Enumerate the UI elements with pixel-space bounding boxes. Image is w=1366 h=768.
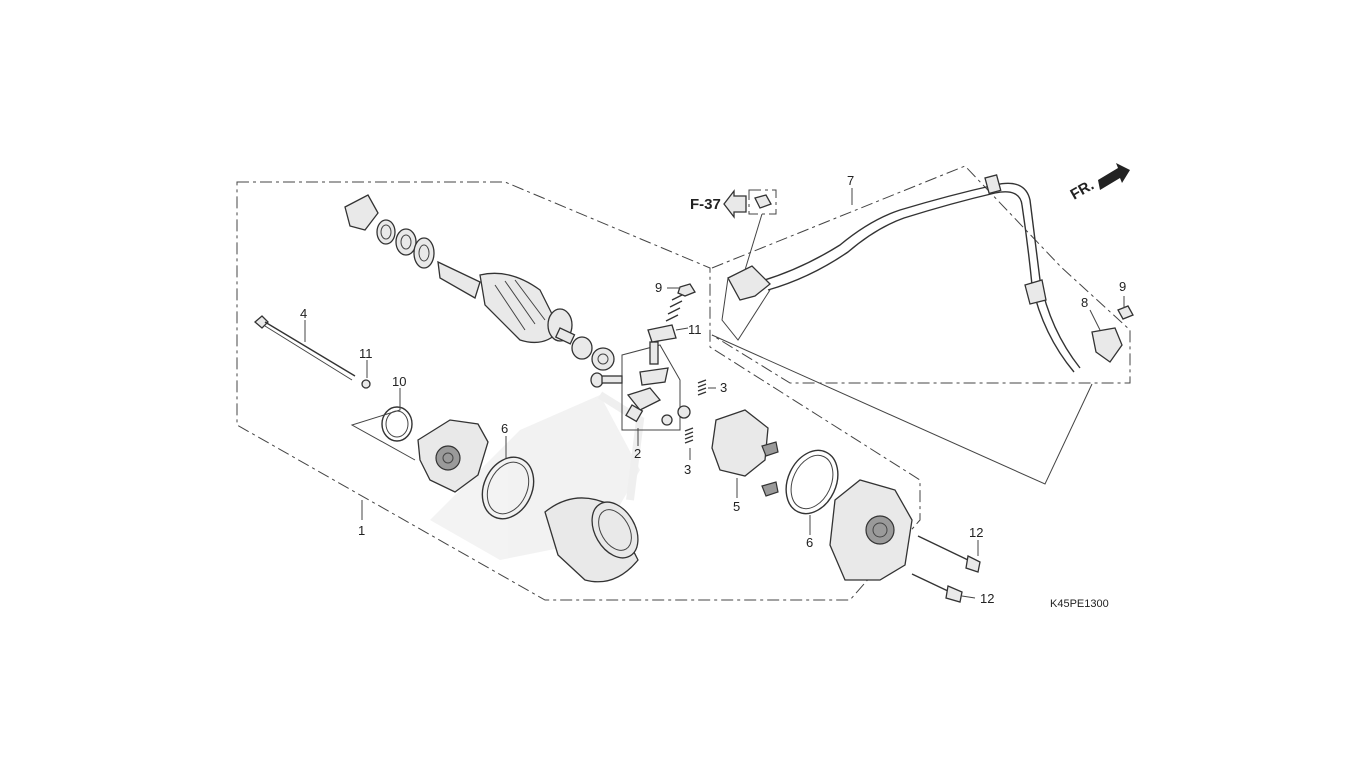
brush-plate-5 bbox=[711, 409, 779, 497]
nut-f37 bbox=[744, 189, 777, 271]
front-marker-label: FR. bbox=[1068, 177, 1097, 204]
spring-stack-11 bbox=[647, 293, 685, 343]
callout-6-left: 6 bbox=[501, 421, 508, 436]
callout-9-left: 9 bbox=[655, 280, 662, 295]
front-cover bbox=[417, 419, 489, 493]
callout-3-lower: 3 bbox=[684, 462, 691, 477]
assembly-boundary-cable bbox=[711, 165, 1131, 384]
reference-code: K45PE1300 bbox=[1050, 598, 1109, 610]
cross-reference-arrow: F-37 bbox=[690, 189, 747, 219]
callout-1: 1 bbox=[358, 523, 365, 538]
starter-cable-7 bbox=[721, 174, 1081, 373]
cross-reference-label: F-37 bbox=[690, 196, 721, 213]
callout-12-lower: 12 bbox=[980, 591, 994, 606]
bolt-4 bbox=[254, 315, 356, 381]
o-ring-6-left bbox=[481, 456, 535, 520]
callout-11-right: 11 bbox=[688, 322, 702, 337]
callout-10: 10 bbox=[392, 374, 406, 389]
callout-5: 5 bbox=[733, 499, 740, 514]
washer-small-b bbox=[677, 405, 691, 419]
front-marker: FR. bbox=[1068, 163, 1130, 204]
terminal-cap-8 bbox=[1091, 327, 1123, 363]
callout-4: 4 bbox=[300, 306, 307, 321]
bolt-12-lower bbox=[911, 573, 963, 603]
o-ring-6-right bbox=[785, 449, 839, 515]
spring-3-upper bbox=[697, 379, 707, 396]
o-ring-10 bbox=[381, 406, 413, 442]
leader-lines bbox=[304, 188, 1125, 599]
bolt-12-upper bbox=[917, 535, 981, 573]
callout-2: 2 bbox=[634, 446, 641, 461]
callout-6-right: 6 bbox=[806, 535, 813, 550]
assembly-boundary-main bbox=[236, 181, 921, 601]
callout-3-upper: 3 bbox=[720, 380, 727, 395]
armature-assembly bbox=[344, 194, 615, 371]
washer-small-a bbox=[661, 414, 673, 426]
washer-11-left bbox=[361, 379, 371, 389]
nut-9-left bbox=[677, 283, 696, 297]
rear-cover bbox=[829, 479, 913, 581]
callout-9-right: 9 bbox=[1119, 279, 1126, 294]
brush-terminal-2 bbox=[590, 341, 681, 431]
callout-11-left: 11 bbox=[359, 346, 373, 361]
callout-12-upper: 12 bbox=[969, 525, 983, 540]
spring-3-lower bbox=[684, 427, 694, 444]
yoke-housing bbox=[544, 497, 639, 583]
callout-8: 8 bbox=[1081, 295, 1088, 310]
callout-7: 7 bbox=[847, 173, 854, 188]
nut-9-right bbox=[1117, 305, 1134, 320]
